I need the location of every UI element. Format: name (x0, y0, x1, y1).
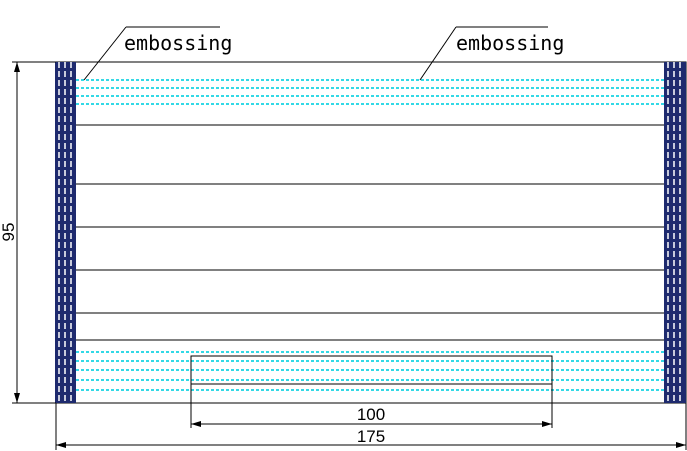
total-width-label: 175 (357, 427, 385, 446)
leader-left (83, 26, 220, 81)
total-width-dimension (55, 403, 687, 450)
inner-width-label: 100 (357, 405, 385, 424)
inner-rectangle (190, 355, 553, 385)
embossing-label-left: embossing (124, 31, 232, 55)
pleat-lines (56, 124, 686, 341)
inner-width-dimension (190, 384, 553, 428)
embossing-band-top (56, 79, 686, 105)
height-dimension (12, 61, 56, 404)
height-dimension-label: 95 (0, 223, 18, 242)
leader-right (419, 26, 548, 81)
edge-band-left (55, 62, 76, 403)
embossing-band-bottom (56, 351, 686, 391)
embossing-label-right: embossing (456, 31, 564, 55)
edge-band-right (664, 62, 686, 403)
